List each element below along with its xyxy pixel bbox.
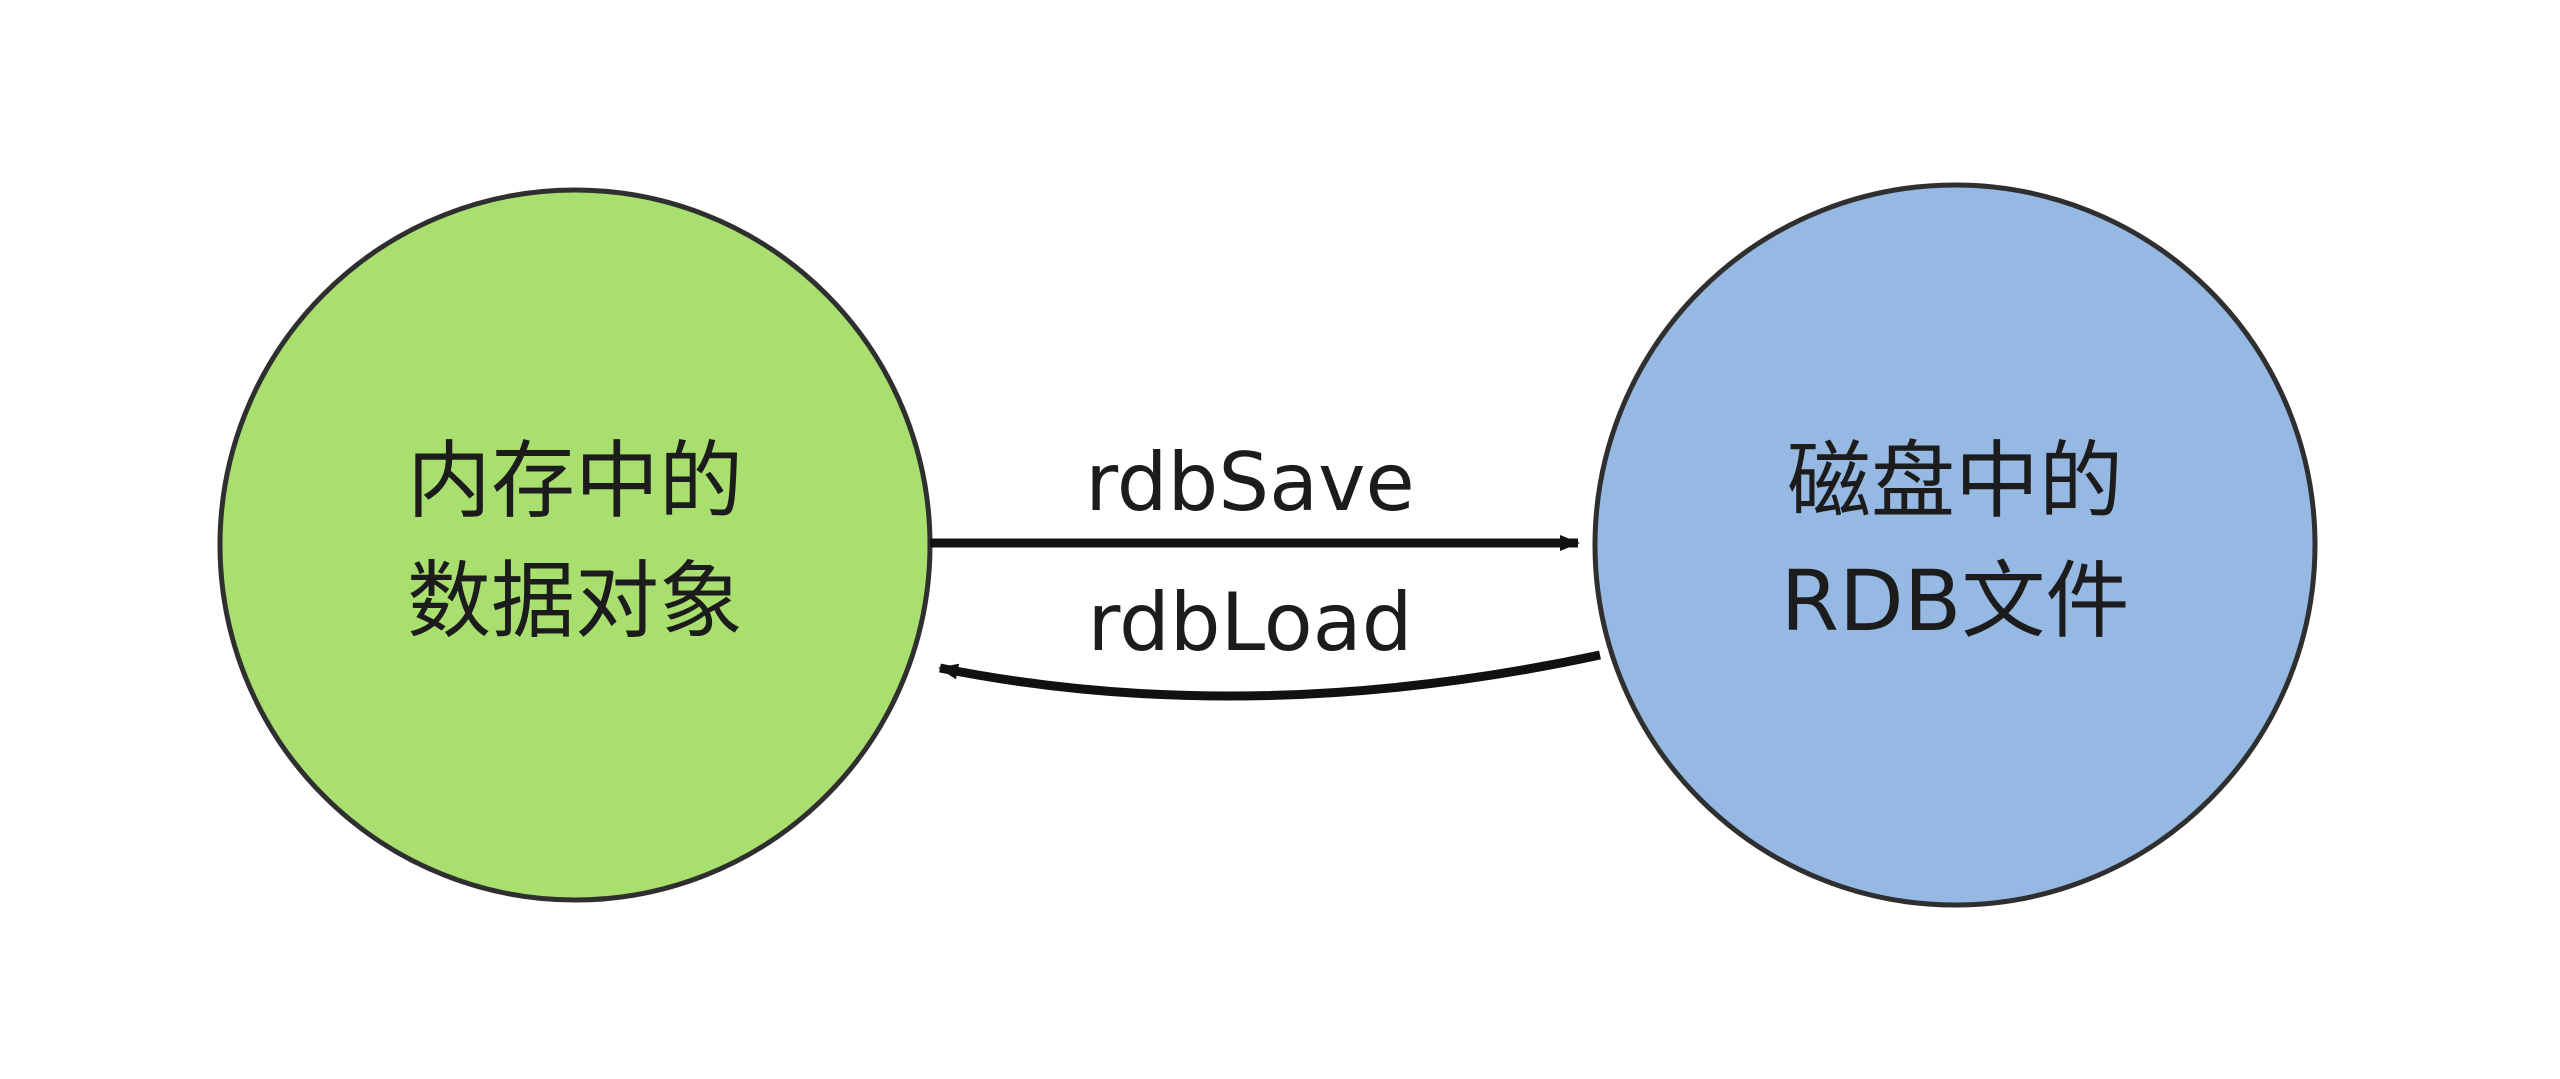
load-label: rdbLoad	[1088, 576, 1413, 669]
load-arrow	[938, 650, 1601, 701]
node-memory: 内存中的 数据对象	[217, 187, 933, 903]
edge-load: rdbLoad	[938, 576, 1601, 701]
edge-save: rdbSave	[930, 436, 1580, 551]
disk-circle	[1592, 182, 2318, 908]
node-disk: 磁盘中的 RDB文件	[1592, 182, 2318, 908]
save-label: rdbSave	[1085, 436, 1414, 529]
memory-circle	[217, 187, 933, 903]
disk-label-line1: 磁盘中的	[1787, 432, 2123, 530]
memory-label-line1: 内存中的	[407, 432, 743, 530]
disk-label-line2: RDB文件	[1781, 552, 2130, 650]
memory-label-line2: 数据对象	[407, 552, 743, 650]
